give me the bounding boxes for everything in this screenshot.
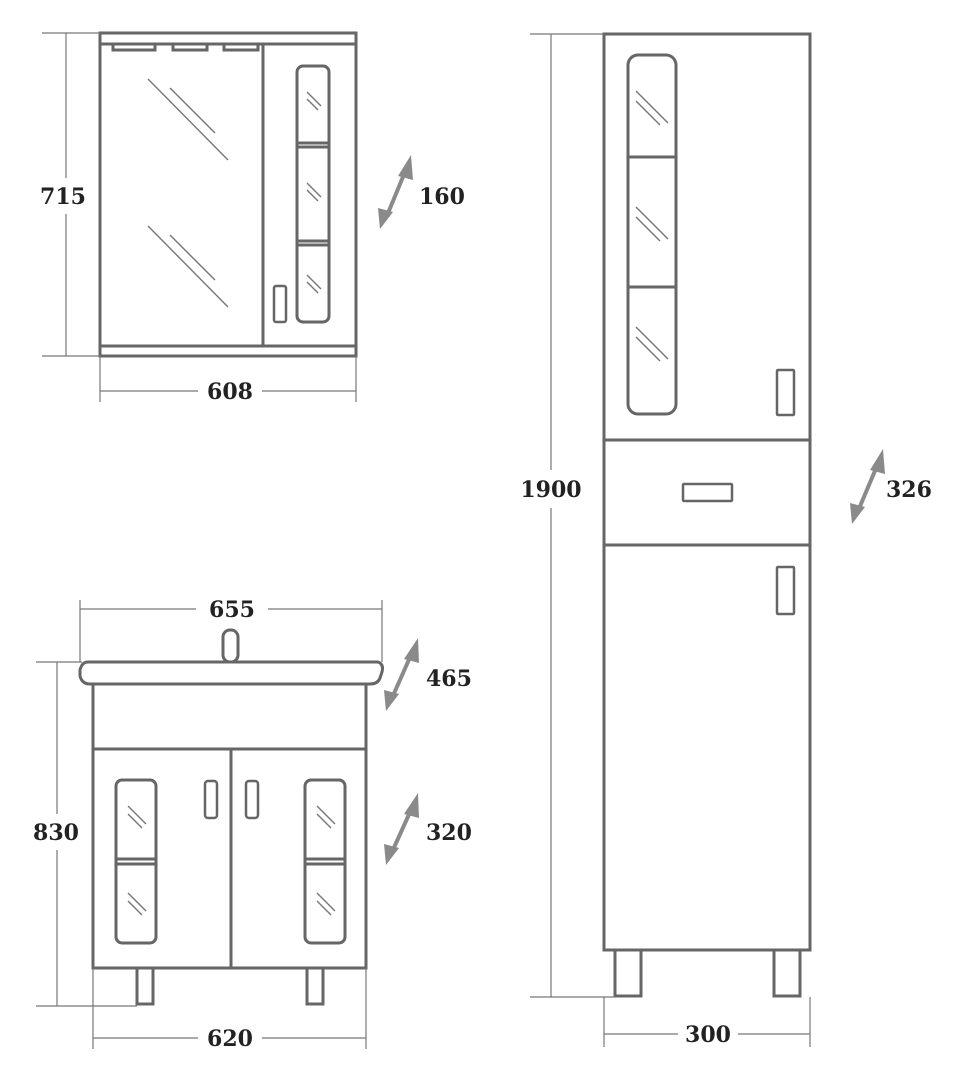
glass-reflection-line: [306, 274, 322, 290]
arrowhead-icon: [870, 449, 885, 474]
pencil-lower-handle: [775, 565, 796, 616]
glass-reflection-line: [127, 892, 147, 912]
pencil-width-dimension: 300: [603, 997, 811, 1048]
pencil-height-dimension: 1900: [520, 33, 615, 998]
vanity-depth-dimension: 320: [384, 793, 472, 865]
lamp-left: [111, 42, 157, 52]
vanity-width-dimension: 620: [92, 968, 367, 1052]
mirror-reflection-line: [169, 234, 216, 281]
mirror-reflection-line: [169, 87, 216, 134]
vanity-width-label: 620: [207, 1026, 253, 1052]
mirror-reflection-line: [147, 78, 229, 161]
vanity-unit: [78, 628, 384, 1006]
pencil-drawer-handle: [681, 482, 734, 503]
mirror-height-dimension: 715: [40, 32, 100, 357]
vanity-leg-right: [305, 966, 325, 1006]
basin-top: [78, 660, 384, 686]
vanity-right-glass: [303, 778, 347, 945]
mirror-glass-shelf-column: [295, 64, 331, 324]
glass-reflection-line: [635, 206, 669, 240]
glass-reflection-line: [316, 813, 332, 829]
basin-depth-dimension: 465: [384, 638, 472, 711]
depth-arrow-icon: [390, 809, 413, 853]
glass-reflection-line: [127, 805, 147, 825]
glass-reflection-line: [306, 281, 319, 294]
mirror-cabinet: [98, 31, 358, 358]
vanity-leg-left: [135, 966, 155, 1006]
arrowhead-icon: [404, 638, 419, 663]
pencil-height-label: 1900: [520, 477, 581, 503]
arrowhead-icon: [384, 844, 399, 865]
arrowhead-icon: [384, 690, 399, 711]
glass-reflection-line: [306, 91, 322, 107]
pencil-leg-right: [772, 948, 802, 998]
glass-reflection-line: [306, 98, 319, 111]
glass-reflection-line: [635, 336, 661, 362]
glass-reflection-line: [306, 182, 322, 198]
pencil-glass-column: [626, 53, 678, 416]
arrowhead-icon: [404, 793, 419, 818]
vanity-left-glass: [114, 778, 158, 945]
glass-reflection-line: [127, 900, 143, 916]
glass-reflection-line: [316, 805, 336, 825]
vanity-depth-label: 320: [426, 820, 472, 846]
arrowhead-icon: [850, 503, 865, 524]
pencil-depth-dimension: 326: [850, 449, 932, 524]
mirror-reflection-line: [147, 225, 229, 308]
glass-reflection-line: [316, 900, 332, 916]
depth-arrow-icon: [384, 171, 407, 219]
pencil-upper-handle: [775, 368, 796, 417]
lamp-center: [171, 42, 209, 52]
mirror-depth-label: 160: [419, 184, 465, 210]
mirror-width-dimension: 608: [99, 356, 357, 405]
basin-depth-label: 465: [426, 666, 472, 692]
glass-reflection-line: [635, 216, 661, 242]
vanity-left-handle: [203, 779, 219, 820]
glass-reflection-line: [635, 100, 661, 126]
basin-width-dimension: 655: [79, 597, 383, 662]
glass-reflection-line: [635, 326, 669, 360]
lamp-right: [222, 42, 260, 52]
pencil-case: [602, 32, 812, 998]
mirror-height-label: 715: [40, 184, 86, 210]
mirror-width-label: 608: [207, 379, 253, 405]
depth-arrow-icon: [390, 654, 413, 699]
glass-reflection-line: [316, 892, 336, 912]
vanity-height-label: 830: [33, 820, 79, 846]
pencil-depth-label: 326: [886, 477, 932, 503]
mirror-cabinet-handle: [272, 284, 288, 324]
mirror-depth-dimension: 160: [378, 155, 465, 229]
basin-width-label: 655: [209, 597, 255, 623]
faucet: [221, 628, 240, 664]
pencil-leg-left: [613, 948, 643, 998]
arrowhead-icon: [398, 155, 413, 180]
vanity-height-dimension: 830: [33, 661, 137, 1007]
glass-reflection-line: [127, 813, 143, 829]
arrowhead-icon: [378, 208, 393, 229]
glass-reflection-line: [306, 189, 319, 202]
depth-arrow-icon: [856, 465, 879, 512]
glass-reflection-line: [635, 90, 669, 124]
vanity-right-handle: [244, 779, 260, 820]
pencil-width-label: 300: [685, 1022, 731, 1048]
